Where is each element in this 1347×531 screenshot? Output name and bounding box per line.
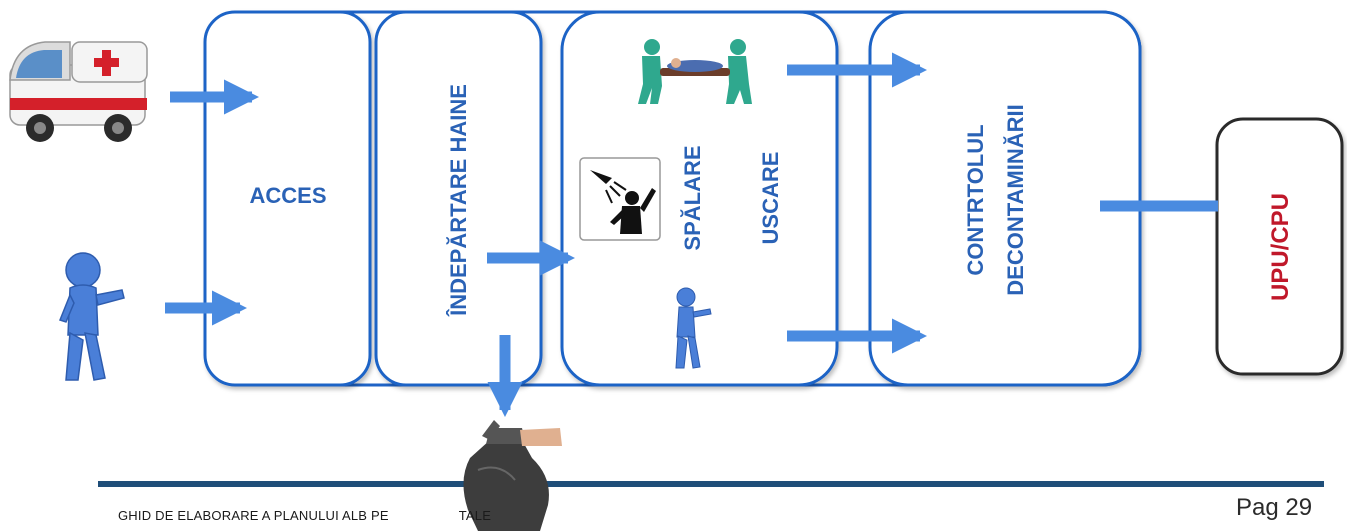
indepartare-label: ÎNDEPĂRTARE HAINE — [446, 84, 471, 317]
person-icon — [59, 252, 125, 381]
control-label-line2: DECONTAMINĂRII — [1003, 104, 1028, 295]
acces-label: ACCES — [249, 183, 326, 208]
control-label-line1: CONTRTOLUL — [963, 124, 988, 275]
footer-rule — [98, 481, 1324, 487]
page-number: Pag 29 — [1236, 494, 1313, 521]
upu-cpu-label: UPU/CPU — [1267, 193, 1294, 301]
uscare-label: USCARE — [758, 152, 783, 245]
flow-arrows — [165, 52, 928, 418]
spalare-uscare-box — [560, 10, 839, 387]
stretcher-team-icon — [638, 39, 752, 104]
trash-bag-icon — [463, 420, 562, 531]
indepartare-box — [374, 10, 543, 387]
shower-icon — [579, 157, 661, 241]
control-box — [868, 10, 1142, 387]
upu-cpu-box — [1215, 117, 1344, 376]
footer-text-tail: TALE — [458, 508, 492, 523]
small-person-icon — [675, 287, 712, 369]
ambulance-icon — [9, 41, 148, 142]
spalare-label: SPĂLARE — [680, 145, 705, 250]
